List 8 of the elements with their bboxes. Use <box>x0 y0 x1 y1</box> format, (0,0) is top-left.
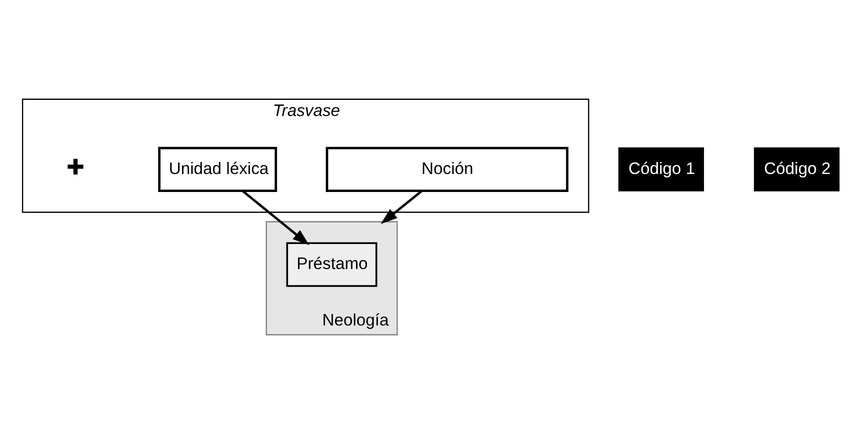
node-box: Código 1 <box>618 146 704 191</box>
node-box: Unidad léxica <box>158 146 278 192</box>
arrow <box>380 190 422 224</box>
node-box: Código 2 <box>754 146 840 191</box>
arrow <box>242 190 310 245</box>
node-box: Noción <box>326 146 568 192</box>
node-box: Préstamo <box>286 242 378 286</box>
label: ✚ <box>66 155 85 180</box>
